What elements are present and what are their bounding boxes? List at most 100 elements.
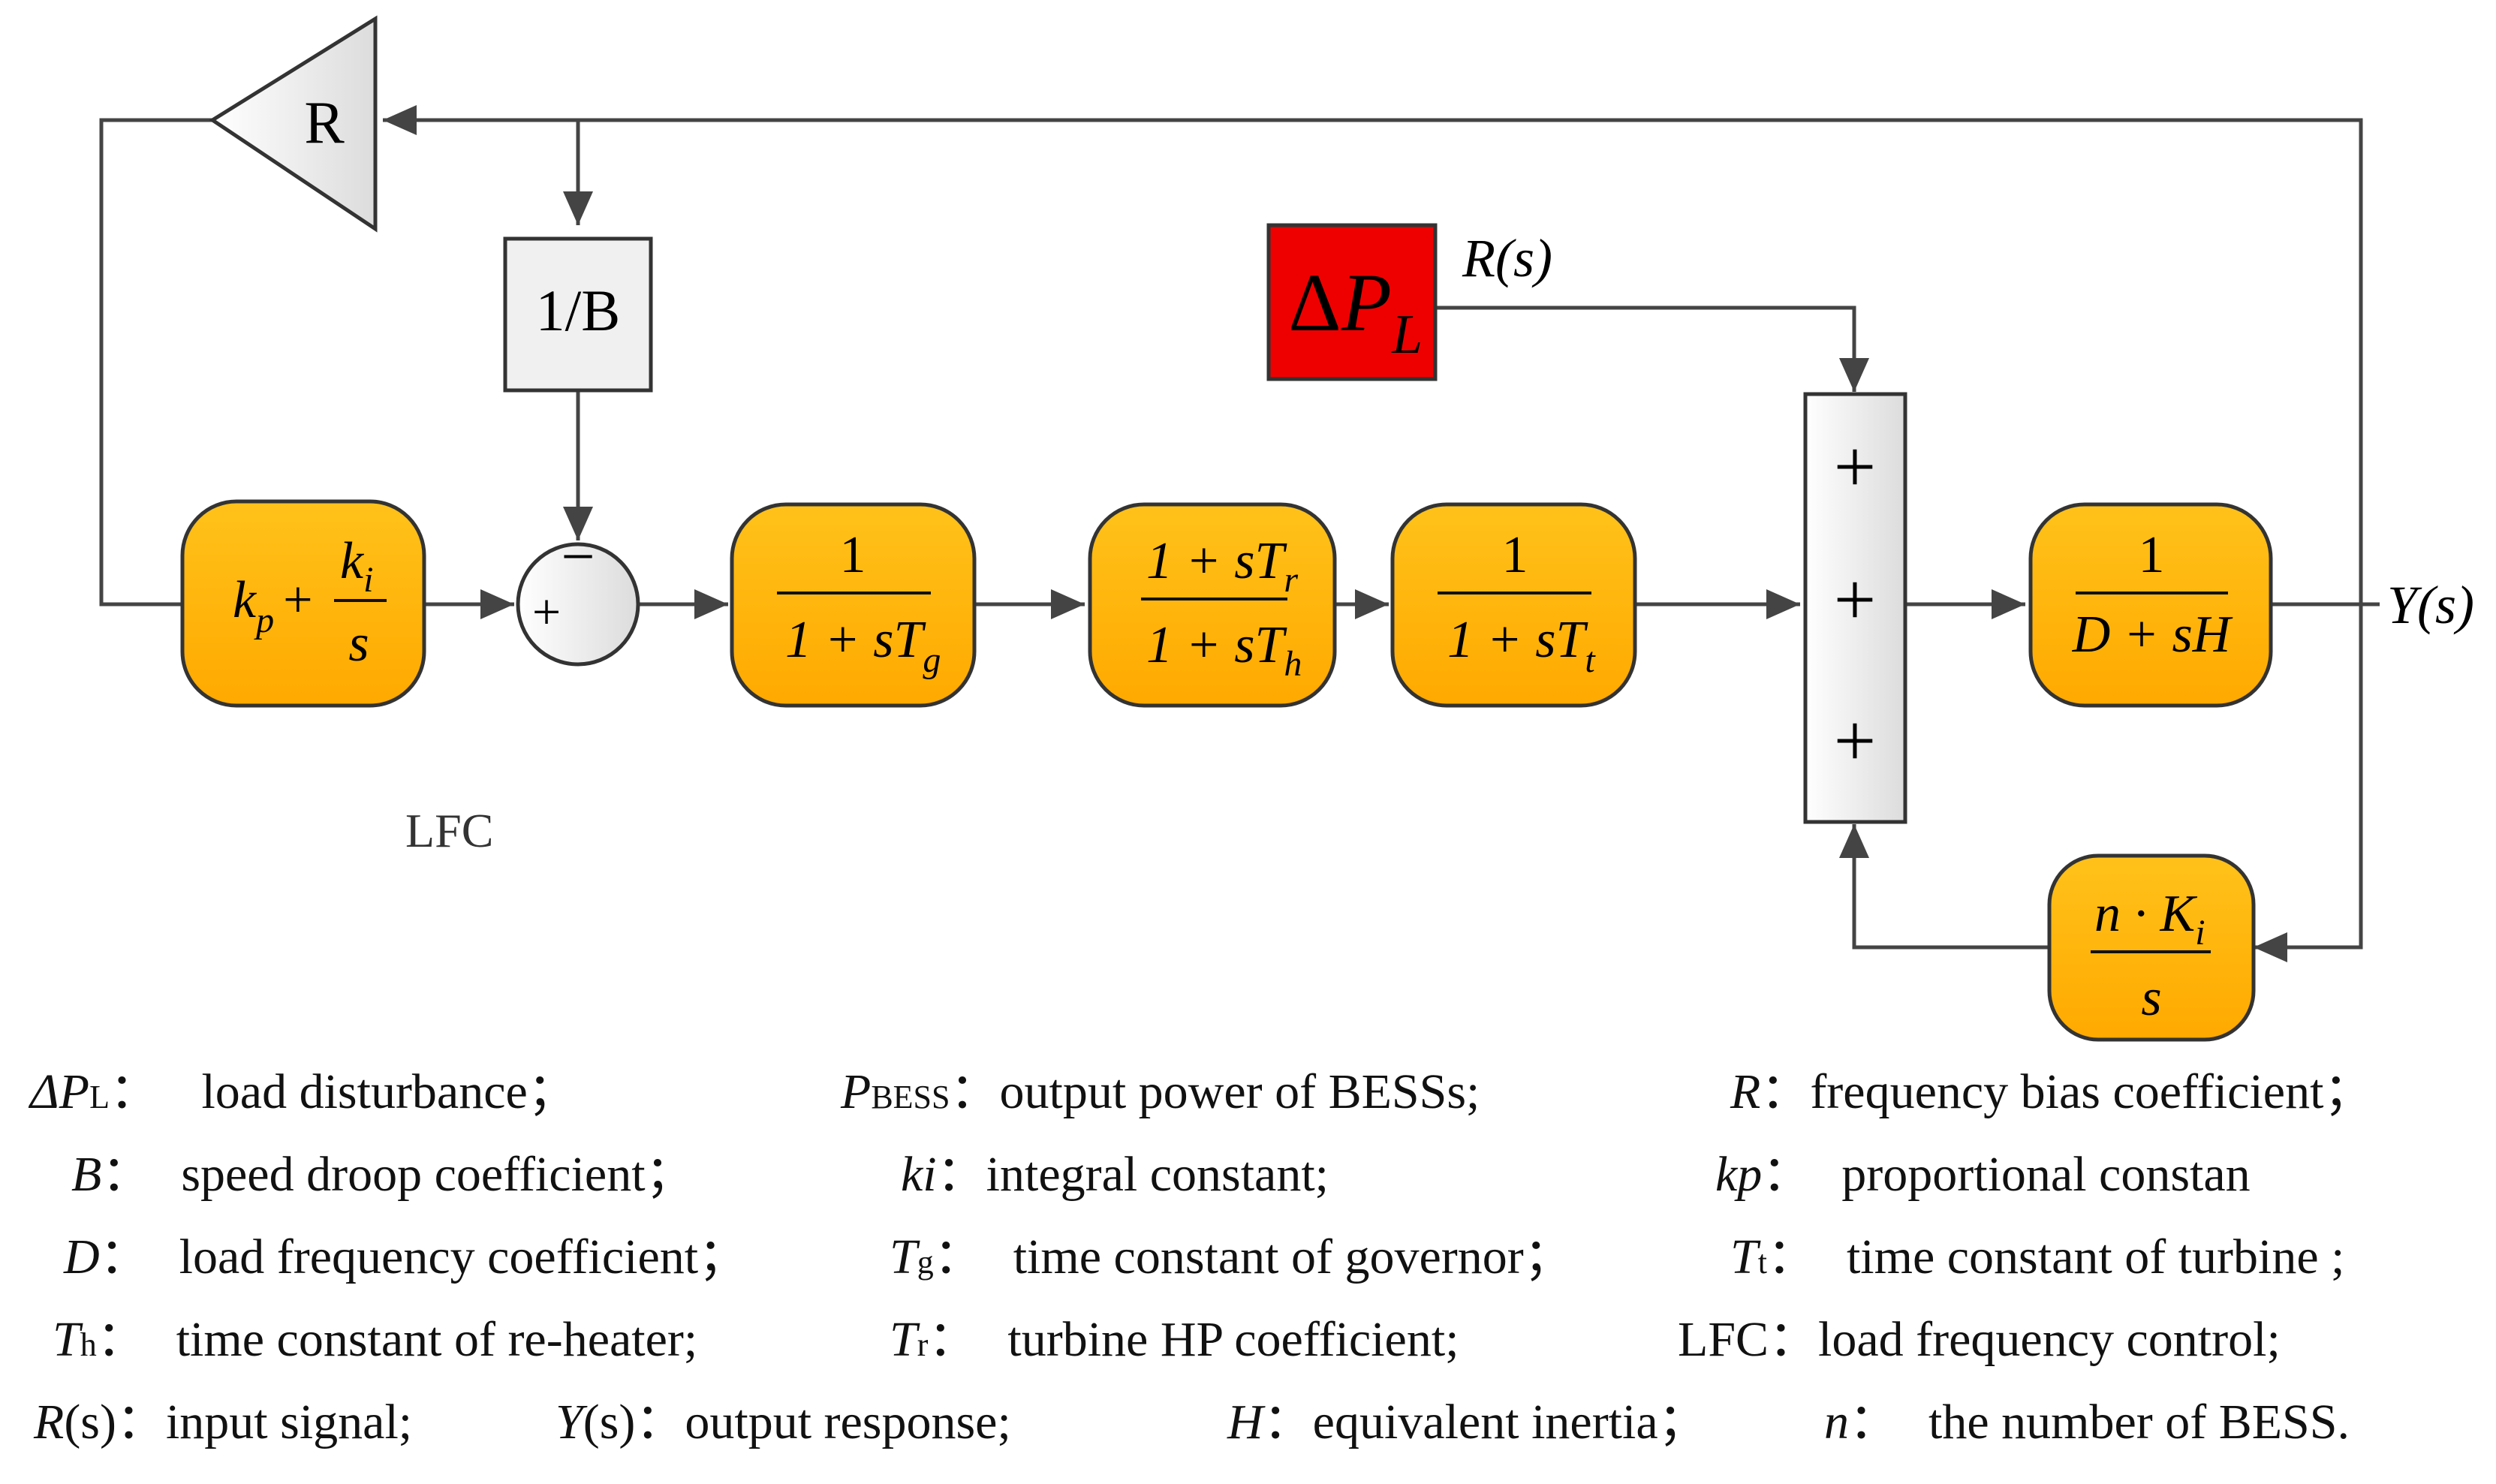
l-subscript: L <box>1391 304 1423 366</box>
turbine-block: 1 1 + sTt <box>1390 502 1637 708</box>
legend-description: the number of BESS. <box>1928 1395 2350 1449</box>
legend-subscript: L <box>89 1079 110 1115</box>
legend-separator: ： <box>936 1147 986 1202</box>
legend-separator: ： <box>1760 1064 1811 1119</box>
legend-separator: ： <box>1849 1395 1898 1449</box>
governor-block: 1 1 + sTg <box>730 502 977 708</box>
legend-item: B： speed droop coefficient； <box>71 1133 695 1206</box>
line-output-to-bess <box>2254 604 2363 962</box>
legend-row-2: B：speed droop coefficient； ki：integral c… <box>0 1133 2496 1209</box>
disturbance-block: ΔPL <box>1266 223 1438 381</box>
turbine-subscript: t <box>1585 640 1596 680</box>
svg-text:1 + sTh: 1 + sTh <box>1146 616 1302 684</box>
bess-denominator: s <box>2141 969 2161 1027</box>
svg-text:1 + sTt: 1 + sTt <box>1447 611 1596 680</box>
legend-symbol: R <box>1730 1064 1761 1119</box>
sum-plus-sign: + <box>532 583 561 640</box>
legend-item: n： the number of BESS. <box>1824 1381 2350 1453</box>
legend-description: (s)：output response; <box>583 1395 1011 1449</box>
legend-subscript: g <box>917 1244 934 1281</box>
governor-subscript: g <box>923 640 941 680</box>
legend-item: R(s)：input signal; <box>34 1381 412 1453</box>
reheater-num-subscript: r <box>1284 560 1298 600</box>
legend-item: H：equivalent inertia； <box>1227 1381 1708 1453</box>
legend-symbol: T <box>890 1312 917 1367</box>
legend-description: (s)：input signal; <box>64 1395 413 1449</box>
inv-b-label: 1/B <box>536 278 621 343</box>
legend-subscript: BESS <box>871 1079 950 1115</box>
legend-separator: ： <box>1762 1147 1812 1202</box>
legend-symbol: R <box>34 1395 65 1449</box>
bess-block: n · Ki s <box>2047 853 2256 1042</box>
legend-symbol: T <box>53 1312 80 1367</box>
delta-symbol: Δ <box>1288 257 1341 348</box>
legend-symbol: B <box>71 1147 102 1202</box>
legend-separator: ： <box>950 1064 1000 1119</box>
legend-description: speed droop coefficient； <box>181 1147 695 1202</box>
legend-description: output power of BESSs; <box>999 1064 1480 1119</box>
legend-symbol: T <box>890 1230 917 1284</box>
legend-item: D：load frequency coefficient； <box>64 1216 748 1288</box>
bess-subscript: i <box>2195 913 2205 953</box>
svg-text:1 + sTr: 1 + sTr <box>1146 532 1298 600</box>
legend-subscript: r <box>917 1326 929 1363</box>
legend-separator: ： <box>109 1064 159 1119</box>
reheater-denominator: 1 + sT <box>1146 616 1287 674</box>
legend-row-5: R(s)：input signal; Y(s)：output response;… <box>0 1381 2496 1456</box>
legend-description: time constant of governor； <box>1013 1230 1573 1284</box>
governor-numerator: 1 <box>840 526 866 584</box>
sum-large-plus-3: + <box>1834 699 1876 782</box>
inertia-numerator: 1 <box>2139 526 2165 584</box>
legend-separator: ： <box>96 1312 146 1367</box>
legend-description: time constant of turbine ; <box>1846 1230 2345 1284</box>
gain-r-block: R <box>209 15 378 233</box>
bess-numerator: n · K <box>2094 885 2198 943</box>
svg-text:ΔPL: ΔPL <box>1288 257 1423 366</box>
legend-item: PBESS：output power of BESSs; <box>841 1051 1480 1123</box>
legend-description: load frequency control; <box>1818 1312 2281 1367</box>
legend-description: equivalent inertia； <box>1312 1395 1708 1449</box>
line-r-to-pi <box>99 118 212 607</box>
sum-large-plus-2: + <box>1834 558 1876 641</box>
legend-description: integral constant; <box>986 1147 1329 1202</box>
legend-row-4: Th：time constant of re-heater; Tr：turbin… <box>0 1299 2496 1374</box>
line-disturbance-to-summer <box>1435 306 1869 392</box>
legend-row-3: D：load frequency coefficient； Tg： time co… <box>0 1216 2496 1291</box>
legend-symbol: kp <box>1715 1147 1763 1202</box>
legend-symbol: T <box>1730 1230 1758 1284</box>
svg-text:kp+: kp+ <box>233 571 313 640</box>
legend-symbol: D <box>64 1230 100 1284</box>
legend-symbol: ΔP <box>30 1064 90 1119</box>
legend-subscript: h <box>80 1326 97 1363</box>
signal-lines <box>99 105 2380 962</box>
inv-b-block: 1/B <box>503 236 653 393</box>
legend-description: load frequency coefficient； <box>179 1230 748 1284</box>
legend-separator: ： <box>933 1230 983 1284</box>
legend-description: time constant of re-heater; <box>176 1312 698 1367</box>
reheater-den-subscript: h <box>1284 644 1302 684</box>
legend-separator: ： <box>1769 1312 1819 1367</box>
legend-item: kp： proportional constan <box>1715 1133 2251 1206</box>
p-symbol: P <box>1341 257 1392 348</box>
sum-minus-sign: − <box>561 524 595 590</box>
legend-symbol: n <box>1824 1395 1849 1449</box>
legend-item: Th： time constant of re-heater; <box>53 1299 697 1371</box>
feedback-line-top <box>383 105 2363 604</box>
line-bess-to-summer <box>1839 824 2049 950</box>
sum-junction-large: + + + <box>1803 392 1907 824</box>
svg-text:n · Ki: n · Ki <box>2094 885 2205 953</box>
legend-separator: ： <box>1263 1395 1313 1449</box>
ki-symbol: k <box>340 532 365 590</box>
ki-subscript: i <box>363 560 373 600</box>
legend-symbol: H <box>1227 1395 1263 1449</box>
svg-text:1 + sTg: 1 + sTg <box>785 611 941 680</box>
legend-symbol: LFC <box>1678 1312 1769 1367</box>
reheater-numerator: 1 + sT <box>1146 532 1287 590</box>
legend-item: Y(s)：output response; <box>556 1381 1011 1453</box>
inertia-block: 1 D + sH <box>2028 502 2273 708</box>
legend-description: proportional constan <box>1841 1147 2251 1202</box>
sum-junction-small: − + <box>516 524 640 667</box>
legend-description: frequency bias coefficient； <box>1810 1064 2374 1119</box>
legend-separator: ： <box>101 1147 152 1202</box>
legend-item: R：frequency bias coefficient； <box>1730 1051 2373 1123</box>
